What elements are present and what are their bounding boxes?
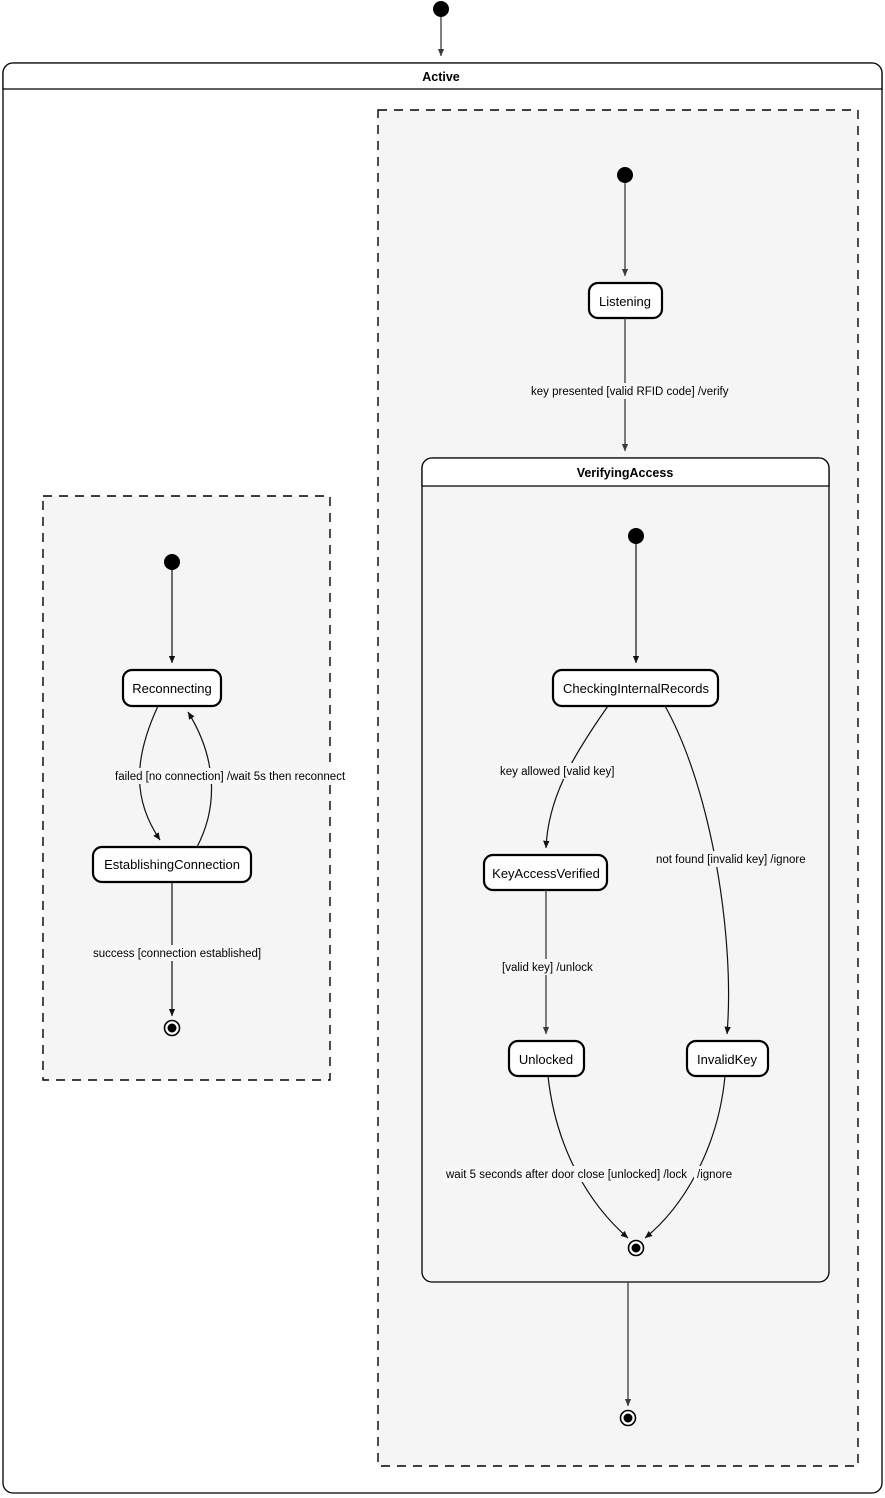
composite-state-active[interactable]: Active [2, 62, 883, 1494]
edge-label-key-allowed-text: key allowed [valid key] [500, 766, 614, 778]
final-state-access-inner [623, 1413, 633, 1423]
initial-pseudostate-verifying [628, 528, 644, 544]
edge-label-not-found: not found [invalid key] /ignore [653, 851, 806, 867]
final-state-connection [163, 1019, 181, 1037]
orthogonal-region-access [377, 109, 859, 1467]
edge-label-wait-5-seconds-text: wait 5 seconds after door close [unlocke… [445, 1169, 687, 1181]
state-invalid-key-box [685, 1039, 770, 1078]
edge-label-failed-text: failed [no connection] /wait 5s then rec… [115, 771, 346, 783]
state-listening[interactable]: Listening [587, 281, 664, 320]
transition-checking-to-key-access-verified [543, 705, 609, 849]
edge-label-key-allowed: key allowed [valid key] [497, 763, 615, 779]
state-key-access-verified-label: KeyAccessVerified [492, 866, 600, 881]
edge-label-success-bg [90, 945, 256, 961]
initial-pseudostate-access [617, 167, 633, 183]
active-title-bar [2, 62, 883, 90]
verifying-access-title-bar [421, 457, 830, 487]
edge-label-valid-key-unlock-bg [499, 959, 589, 975]
state-checking-internal-records[interactable]: CheckingInternalRecords [551, 668, 720, 708]
edge-label-ignore: /ignore [694, 1166, 734, 1182]
final-state-connection-inner [167, 1023, 177, 1033]
state-reconnecting-label: Reconnecting [132, 681, 212, 696]
edge-label-not-found-text: not found [invalid key] /ignore [656, 854, 806, 866]
edge-label-key-presented-bg [528, 383, 724, 399]
edge-label-wait-5-seconds-bg [443, 1166, 681, 1182]
edge-label-valid-key-unlock: [valid key] /unlock [499, 959, 593, 975]
edge-label-valid-key-unlock-text: [valid key] /unlock [502, 962, 593, 974]
active-title-label: Active [422, 70, 460, 84]
final-state-verifying-access [627, 1239, 645, 1257]
state-key-access-verified[interactable]: KeyAccessVerified [482, 853, 609, 892]
edge-label-ignore-bg [694, 1166, 734, 1182]
edge-label-not-found-bg [653, 851, 799, 867]
state-checking-internal-records-label: CheckingInternalRecords [563, 681, 709, 696]
final-state-access [619, 1409, 637, 1427]
state-establishing-connection[interactable]: EstablishingConnection [91, 845, 253, 884]
edge-label-key-presented: key presented [valid RFID code] /verify [528, 383, 729, 399]
edge-label-wait-5-seconds: wait 5 seconds after door close [unlocke… [443, 1166, 687, 1182]
final-state-verifying-inner [631, 1243, 641, 1253]
edge-label-success-text: success [connection established] [93, 948, 261, 960]
state-invalid-key-label: InvalidKey [697, 1052, 757, 1067]
orthogonal-region-connection [42, 495, 331, 1081]
state-reconnecting-box [121, 668, 223, 708]
initial-pseudostate-connection [164, 554, 180, 570]
state-invalid-key[interactable]: InvalidKey [685, 1039, 770, 1078]
edge-label-failed-bg [112, 768, 338, 784]
edge-label-failed-no-connection: failed [no connection] /wait 5s then rec… [112, 768, 346, 784]
edge-label-key-allowed-bg [497, 763, 615, 779]
edge-label-success-connection: success [connection established] [90, 945, 261, 961]
verifying-access-title-label: VerifyingAccess [577, 466, 674, 480]
state-checking-internal-records-box [551, 668, 720, 708]
state-establishing-connection-label: EstablishingConnection [104, 857, 240, 872]
state-reconnecting[interactable]: Reconnecting [121, 668, 223, 708]
initial-pseudostate-top [433, 1, 449, 17]
state-unlocked[interactable]: Unlocked [507, 1039, 586, 1078]
composite-state-verifying-access[interactable]: VerifyingAccess [421, 457, 830, 1283]
edge-label-key-presented-text: key presented [valid RFID code] /verify [531, 386, 729, 398]
state-listening-label: Listening [599, 294, 651, 309]
state-unlocked-label: Unlocked [519, 1052, 573, 1067]
edge-label-ignore-text: /ignore [697, 1169, 732, 1181]
state-unlocked-box [507, 1039, 586, 1078]
